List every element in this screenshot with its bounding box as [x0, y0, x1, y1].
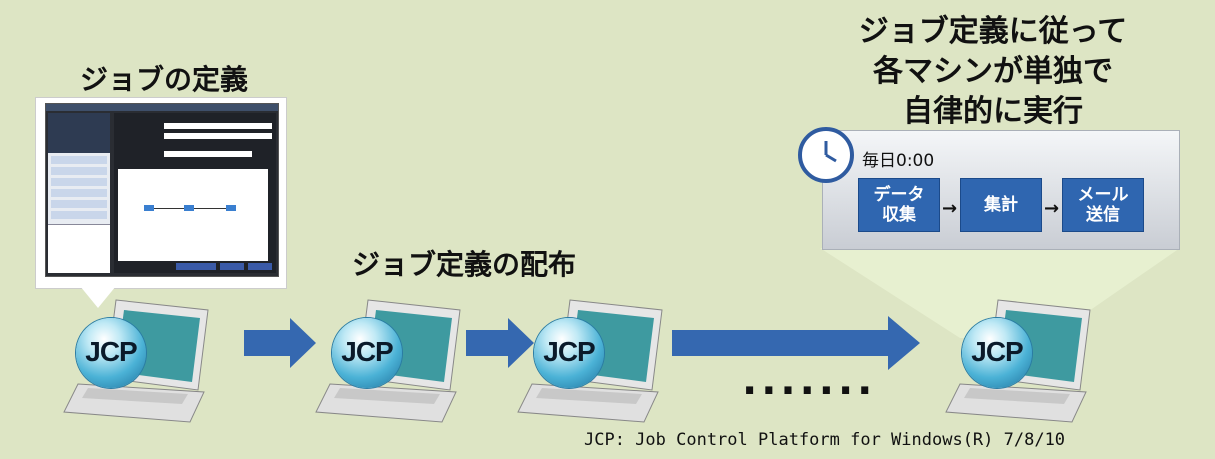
autonomous-title: ジョブ定義に従って 各マシンが単独で 自律的に実行 [848, 12, 1138, 132]
jcp-badge: JCP [962, 318, 1032, 388]
job-definition-title: ジョブの定義 [80, 63, 249, 96]
distribution-title: ジョブ定義の配布 [352, 248, 577, 281]
autonomous-title-line2: 各マシンが単独で [873, 54, 1113, 89]
schedule-time-label: 毎日0:00 [862, 151, 935, 171]
job-editor-screenshot [45, 103, 279, 277]
step-arrow-2: → [1044, 198, 1060, 219]
jcp-badge: JCP [76, 318, 146, 388]
step-mail-send: メール 送信 [1062, 178, 1144, 232]
footer-note: JCP: Job Control Platform for Windows(R)… [584, 430, 1066, 450]
laptop-target-2: JCP [512, 292, 692, 432]
autonomous-title-line3: 自律的に実行 [903, 94, 1083, 129]
laptop-target-n: JCP [940, 292, 1120, 432]
laptop-target-1: JCP [310, 292, 490, 432]
distribution-arrow-3 [672, 316, 920, 370]
clock-icon [798, 127, 854, 183]
distribution-arrow-1 [244, 318, 316, 368]
job-editor-screenshot-card [36, 98, 286, 288]
speech-tail [80, 286, 116, 308]
distribution-arrow-2 [466, 318, 534, 368]
step-data-collection: データ 収集 [858, 178, 940, 232]
laptop-source: JCP [58, 292, 238, 432]
step-arrow-1: → [942, 198, 958, 219]
autonomous-title-line1: ジョブ定義に従って [858, 14, 1128, 49]
projection-beam [820, 248, 1180, 338]
jcp-badge: JCP [534, 318, 604, 388]
ellipsis: ....... [742, 358, 877, 404]
jcp-badge: JCP [332, 318, 402, 388]
step-aggregate: 集計 [960, 178, 1042, 232]
